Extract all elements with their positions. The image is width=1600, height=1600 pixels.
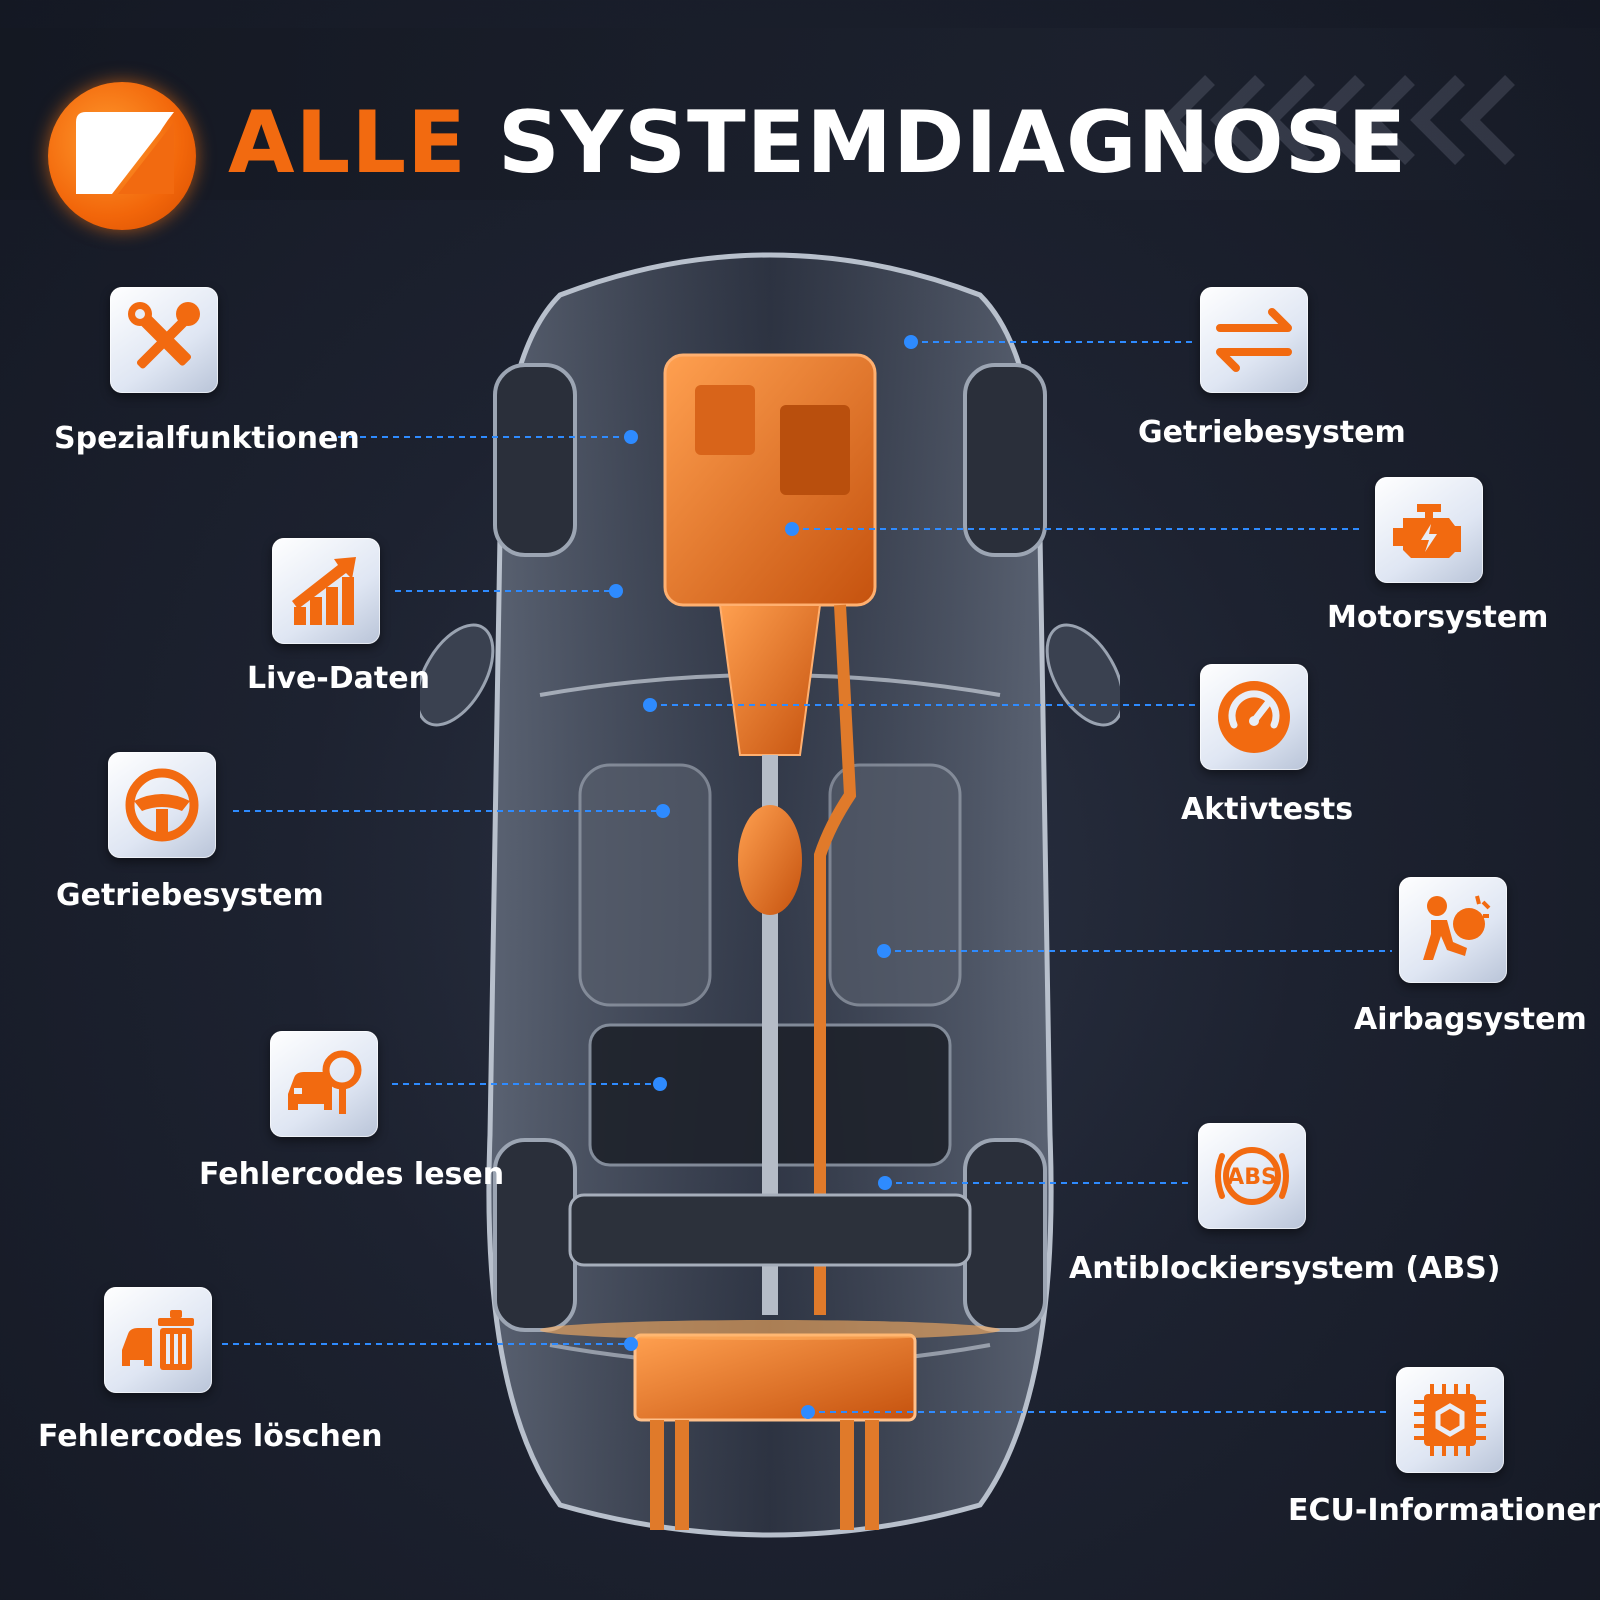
getriebesystem-left-label: Getriebesystem bbox=[56, 878, 324, 913]
page-title: ALLE SYSTEMDIAGNOSE bbox=[228, 100, 1407, 186]
live-daten-label: Live-Daten bbox=[247, 661, 430, 696]
aktivtests-tile bbox=[1200, 664, 1308, 770]
chevron-decoration-icon bbox=[1160, 75, 1515, 165]
getriebesystem-right-label: Getriebesystem bbox=[1138, 415, 1406, 450]
car-magnifier-icon bbox=[288, 1050, 362, 1114]
title-rest: SYSTEMDIAGNOSE bbox=[497, 93, 1408, 193]
spezialfunktionen-label: Spezialfunktionen bbox=[54, 421, 360, 456]
car-xray-image bbox=[420, 252, 1120, 1538]
tools-icon bbox=[128, 302, 200, 369]
airbag-icon bbox=[1423, 895, 1491, 960]
car-trash-icon bbox=[122, 1310, 194, 1370]
brand-logo bbox=[48, 82, 196, 230]
motorsystem-label: Motorsystem bbox=[1327, 600, 1549, 635]
fehlercodes-lesen-label: Fehlercodes lesen bbox=[199, 1157, 505, 1192]
fehlercodes-loeschen-tile bbox=[104, 1287, 212, 1393]
getriebesystem-right-tile bbox=[1200, 287, 1308, 393]
title-banner bbox=[0, 28, 1600, 200]
spezialfunktionen-tile bbox=[110, 287, 218, 393]
ecu-informationen-tile bbox=[1396, 1367, 1504, 1473]
ecu-informationen-label: ECU-Informationen bbox=[1288, 1493, 1600, 1528]
airbagsystem-tile bbox=[1399, 877, 1507, 983]
steering-wheel-icon bbox=[125, 768, 199, 842]
fehlercodes-lesen-tile bbox=[270, 1031, 378, 1137]
title-accent: ALLE bbox=[228, 93, 467, 193]
live-daten-tile bbox=[272, 538, 380, 644]
gauge-icon bbox=[1218, 681, 1290, 753]
transmission-arrows-icon bbox=[1216, 308, 1292, 372]
abs-icon: ABS bbox=[1215, 1147, 1289, 1205]
motorsystem-tile bbox=[1375, 477, 1483, 583]
aktivtests-label: Aktivtests bbox=[1181, 792, 1354, 827]
abs-label: Antiblockiersystem (ABS) bbox=[1069, 1251, 1501, 1286]
fehlercodes-loeschen-label: Fehlercodes löschen bbox=[38, 1419, 383, 1454]
svg-text:ABS: ABS bbox=[1227, 1165, 1277, 1190]
rising-chart-icon bbox=[292, 557, 356, 625]
chip-icon bbox=[1414, 1384, 1486, 1456]
getriebesystem-left-tile bbox=[108, 752, 216, 858]
abs-tile: ABS bbox=[1198, 1123, 1306, 1229]
engine-icon bbox=[1393, 504, 1461, 558]
airbagsystem-label: Airbagsystem bbox=[1354, 1002, 1587, 1037]
